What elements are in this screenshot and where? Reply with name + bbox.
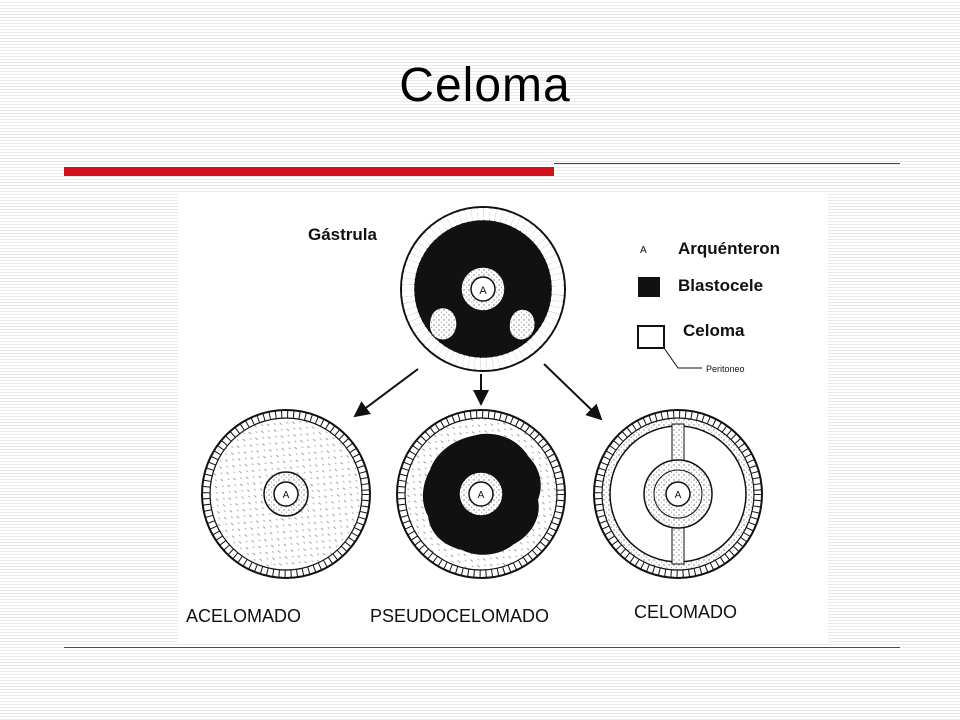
gastrula-archenteron-mark: A	[479, 285, 487, 297]
coelom-diagram: A Gástrula A Arquénteron Blastocele Celo…	[178, 194, 828, 642]
legend-archenteron-label: Arquénteron	[678, 239, 780, 258]
legend-blastocele-label: Blastocele	[678, 276, 763, 295]
caption-pseudocoelomate: PSEUDOCELOMADO	[370, 606, 549, 626]
pseudocoelomate-archenteron-mark: A	[478, 490, 485, 501]
coelomate-archenteron-mark: A	[675, 490, 682, 501]
legend-blastocele-swatch	[638, 277, 660, 297]
footer-rule	[64, 647, 900, 648]
title-underline-thick	[64, 167, 554, 176]
arrow-to-acoelomate	[353, 368, 419, 418]
legend-peritoneum-leader	[663, 347, 702, 369]
legend-archenteron-symbol: A	[640, 245, 647, 256]
diagram-legend: A Arquénteron Blastocele Celoma Peritone…	[637, 239, 780, 374]
pseudocoelomate-cell	[396, 409, 566, 579]
legend-peritoneum-label: Peritoneo	[706, 364, 745, 374]
slide-title: Celoma	[399, 59, 571, 112]
acoelomate-archenteron-mark: A	[283, 490, 290, 501]
caption-acoelomate: ACELOMADO	[186, 606, 301, 626]
legend-coelom-label: Celoma	[683, 321, 745, 340]
gastrula-cell	[400, 206, 566, 372]
gastrula-label: Gástrula	[308, 225, 378, 244]
coelomate-cell	[593, 409, 763, 579]
arrow-to-coelomate	[543, 363, 603, 421]
caption-coelomate: CELOMADO	[634, 602, 737, 622]
acoelomate-cell	[201, 409, 371, 579]
legend-coelom-swatch	[637, 325, 665, 349]
title-underline-thin	[554, 163, 900, 164]
